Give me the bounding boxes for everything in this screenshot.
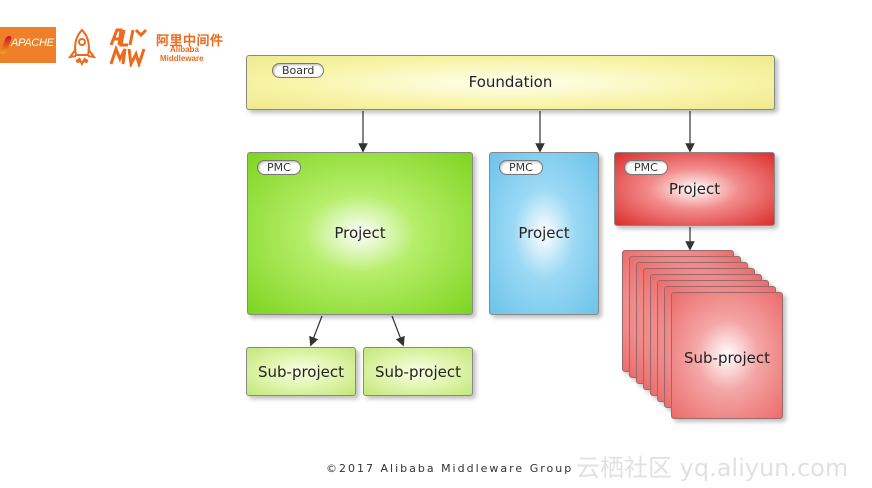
project-label: Project [668,180,721,198]
project-box-red: PMC Project [614,152,775,226]
subproject-box: Sub-project [363,347,473,396]
apache-logo: APACHE [0,27,56,63]
project-box-green: PMC Project [247,152,473,315]
subproject-label: Sub-project [374,363,462,381]
pmc-tag: PMC [257,160,301,175]
foundation-label: Foundation [468,73,553,91]
project-box-blue: PMC Project [489,152,599,315]
alim-logo-icon [109,28,148,67]
subproject-label: Sub-project [257,363,345,381]
apache-logo-text: APACHE [11,37,54,49]
subproject-box: Sub-project [246,347,356,396]
arrow-project-green-to-subproject-1 [309,315,323,347]
rocket-icon [67,28,97,67]
arrow-project-green-to-subproject-2 [391,315,405,347]
subproject-label: Sub-project [683,349,771,367]
middleware-text: Middleware [160,54,204,63]
foundation-box: Board Foundation [246,55,775,110]
project-label: Project [334,224,386,242]
project-label: Project [518,224,570,242]
watermark-text: 云栖社区 yq.aliyun.com [576,454,849,482]
pmc-tag: PMC [499,160,543,175]
alibaba-text: Alibaba [170,45,199,54]
copyright-text: ©2017 Alibaba Middleware Group [326,462,574,475]
pmc-tag: PMC [624,160,668,175]
board-tag: Board [272,63,325,78]
subproject-box-red: Sub-project [671,292,783,419]
alibaba-middleware-cn-text: 阿里中间件 [156,33,224,48]
